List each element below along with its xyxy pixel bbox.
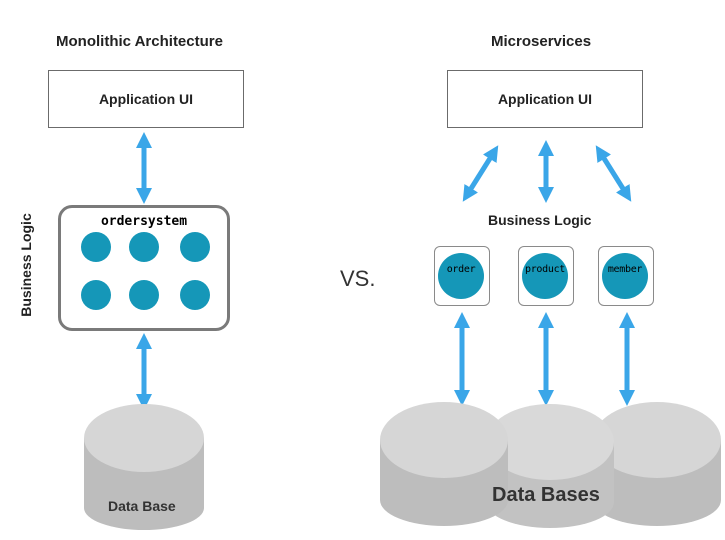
service-order-label: order — [446, 263, 476, 275]
monolith-title: Monolithic Architecture — [56, 33, 223, 50]
ordersystem-container: ordersystem — [58, 205, 230, 331]
microservices-title: Microservices — [491, 33, 592, 50]
service-product: product — [518, 246, 574, 306]
microservices-databases-label: Data Bases — [492, 484, 600, 506]
ordersystem-label: ordersystem — [100, 214, 188, 229]
module-circle — [129, 280, 159, 310]
microservices-application-ui-label: Application UI — [497, 91, 593, 107]
service-circle: order — [438, 253, 484, 299]
service-circle: member — [602, 253, 648, 299]
module-circle — [129, 232, 159, 262]
arrow-ui-to-order — [462, 145, 499, 202]
service-product-label: product — [524, 263, 566, 275]
vs-label: VS. — [340, 266, 376, 291]
database-cylinder — [84, 404, 204, 530]
monolith-database-label: Data Base — [108, 498, 176, 514]
module-circle — [180, 232, 210, 262]
service-order: order — [434, 246, 490, 306]
service-member: member — [598, 246, 654, 306]
service-circle: product — [522, 253, 568, 299]
service-member-label: member — [607, 263, 643, 275]
module-circle — [180, 280, 210, 310]
monolith-application-ui-box: Application UI — [48, 70, 244, 128]
monolith-application-ui-label: Application UI — [98, 91, 194, 107]
module-circle — [81, 232, 111, 262]
arrow-ui-to-member — [595, 145, 632, 202]
microservices-business-logic-label: Business Logic — [488, 212, 592, 228]
databases-cylinders — [380, 402, 721, 528]
monolith-business-logic-label: Business Logic — [18, 213, 34, 317]
microservices-application-ui-box: Application UI — [447, 70, 643, 128]
module-circle — [81, 280, 111, 310]
